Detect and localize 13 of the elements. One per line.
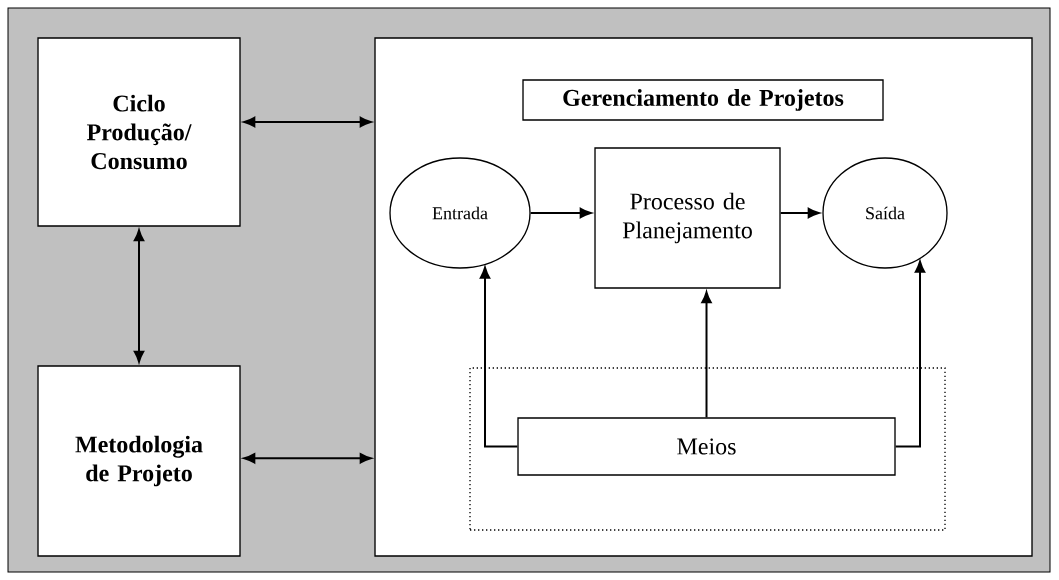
process-box: Processo de Planejamento	[594, 147, 781, 289]
arrow	[894, 260, 926, 448]
title-box: Gerenciamento de Projetos	[522, 79, 884, 121]
process-box: Metodologia de Projeto	[37, 365, 241, 557]
arrow	[243, 453, 372, 464]
process-box: Ciclo Produção/ Consumo	[37, 37, 241, 227]
arrow	[701, 291, 712, 419]
arrow	[779, 207, 820, 219]
arrow	[479, 266, 519, 448]
arrow	[529, 207, 592, 219]
arrow	[133, 229, 145, 363]
arrow	[243, 116, 372, 128]
resource-box: Meios	[517, 417, 896, 476]
